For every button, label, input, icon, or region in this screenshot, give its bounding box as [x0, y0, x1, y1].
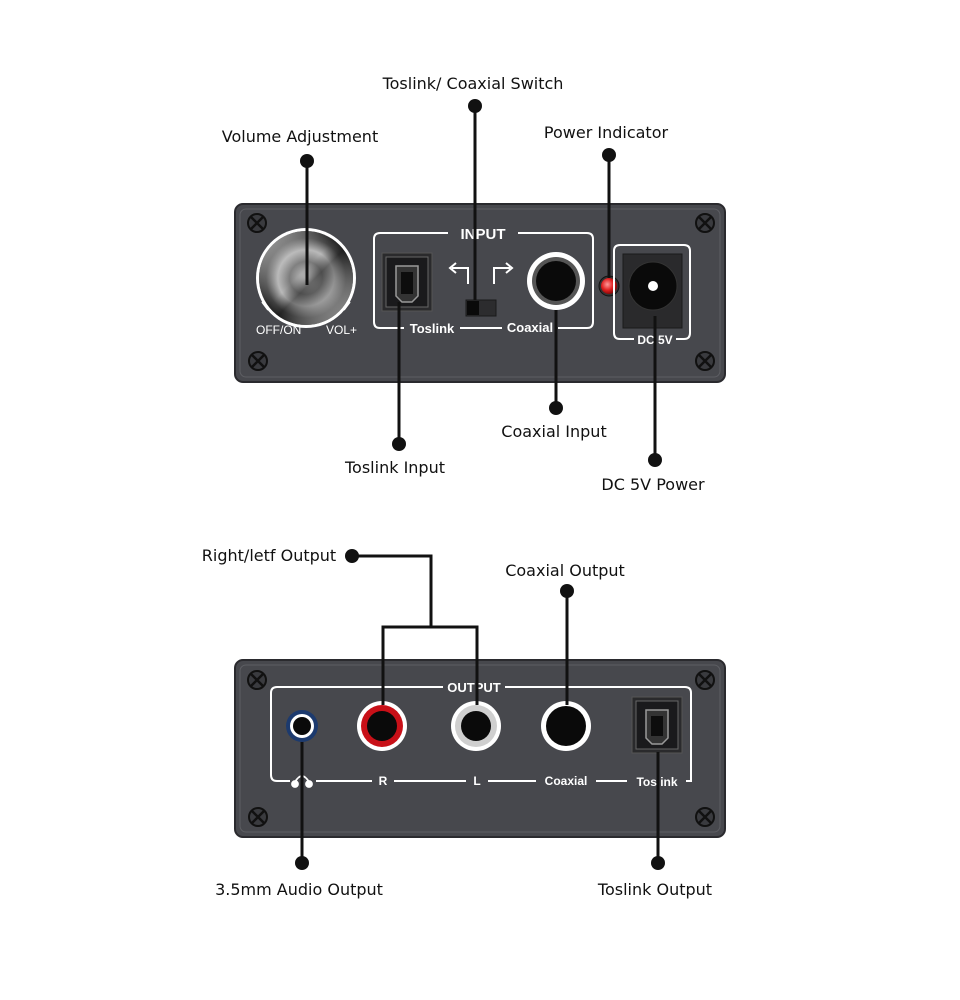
back-panel: OUTPUT R L Coaxi	[234, 659, 726, 838]
off-on-label: OFF/ON	[256, 323, 301, 337]
headphone-icon	[291, 775, 313, 788]
headphone-jack[interactable]	[286, 710, 318, 742]
callout-coaxial-input: Coaxial Input	[501, 422, 606, 441]
callout-coaxial-output: Coaxial Output	[505, 561, 625, 580]
rca-left-output[interactable]	[451, 701, 501, 751]
callout-right-left-output: Right/letf Output	[202, 546, 336, 565]
callout-volume-adjustment: Volume Adjustment	[222, 127, 378, 146]
callout-3-5mm-audio-output: 3.5mm Audio Output	[215, 880, 383, 899]
coaxial-input-label: Coaxial	[507, 320, 553, 335]
rca-right-label: R	[379, 774, 388, 788]
toslink-output-port[interactable]	[631, 696, 683, 754]
callout-toslink-coaxial-switch: Toslink/ Coaxial Switch	[382, 74, 564, 93]
callout-toslink-output: Toslink Output	[597, 880, 712, 899]
screw-icon	[247, 213, 267, 233]
screw-icon	[247, 670, 267, 690]
toslink-input-port[interactable]	[381, 252, 433, 312]
power-led	[598, 275, 620, 297]
screw-icon	[695, 351, 715, 371]
right-arrow-icon	[493, 262, 514, 284]
rca-left-label: L	[473, 774, 480, 788]
leader-dots	[295, 549, 665, 870]
leader-dots	[300, 99, 662, 467]
screw-icon	[248, 807, 268, 827]
screw-icon	[248, 351, 268, 371]
callout-toslink-input: Toslink Input	[344, 458, 445, 477]
input-section-title: INPUT	[461, 226, 506, 243]
back-leader-lines	[300, 554, 660, 863]
front-leader-lines	[305, 106, 657, 460]
coaxial-input-port[interactable]	[527, 252, 585, 310]
callout-power-indicator: Power Indicator	[544, 123, 669, 142]
screw-icon	[695, 807, 715, 827]
screw-icon	[695, 670, 715, 690]
vol-label: VOL+	[326, 323, 357, 337]
toslink-input-label: Toslink	[410, 321, 455, 336]
coaxial-output-port[interactable]	[541, 701, 591, 751]
callout-dc-5v-power: DC 5V Power	[601, 475, 705, 494]
output-section-title: OUTPUT	[447, 680, 501, 695]
toslink-coaxial-switch[interactable]	[465, 299, 497, 317]
rca-right-output[interactable]	[357, 701, 407, 751]
left-arrow-icon	[448, 262, 469, 284]
screw-icon	[695, 213, 715, 233]
coaxial-output-label: Coaxial	[545, 774, 588, 788]
dc-power-jack[interactable]	[622, 253, 683, 329]
